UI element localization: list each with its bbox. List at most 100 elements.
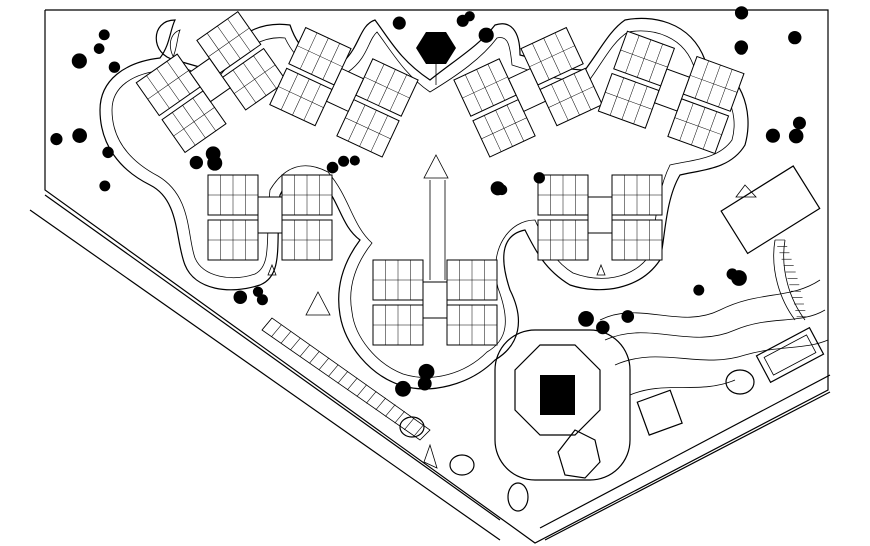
tree xyxy=(98,29,110,41)
tree xyxy=(417,376,432,391)
cluster-5 xyxy=(207,174,333,261)
triangle-marker-2 xyxy=(305,291,331,316)
hatch-line xyxy=(318,357,330,371)
cluster-2-partition xyxy=(345,117,391,140)
triangle-marker-5 xyxy=(267,263,277,276)
tree xyxy=(71,53,87,69)
tree xyxy=(621,310,635,323)
cluster-1 xyxy=(135,10,288,154)
hatch-line xyxy=(394,411,405,424)
triangle-marker-6 xyxy=(596,263,606,276)
clubhouse-core xyxy=(540,375,575,415)
tree xyxy=(478,27,494,43)
cluster-3-partition xyxy=(481,117,527,140)
cluster-7 xyxy=(372,259,498,346)
tree xyxy=(349,155,360,166)
cluster-7-courtyard xyxy=(422,281,448,319)
cluster-3-partition xyxy=(462,76,508,99)
cluster-1-courtyard xyxy=(189,57,231,103)
cluster-2-partition xyxy=(278,86,324,108)
tree xyxy=(326,161,339,174)
hatch-line xyxy=(375,397,386,411)
tree xyxy=(788,30,802,45)
cluster-1-partition xyxy=(234,64,276,94)
trees xyxy=(50,6,806,397)
pool-2 xyxy=(449,454,475,476)
center-access-road xyxy=(429,180,446,280)
outer-road-edge-4 xyxy=(544,391,831,541)
hatch-line xyxy=(356,384,368,397)
tree xyxy=(578,311,594,327)
hatch-line xyxy=(413,424,424,437)
tree xyxy=(252,286,264,297)
hatch-line xyxy=(385,404,396,417)
tree xyxy=(93,43,105,54)
cluster-2-partition xyxy=(364,76,410,99)
ring-road-outer xyxy=(99,17,749,390)
contour-1 xyxy=(599,279,821,321)
tree xyxy=(205,146,221,162)
cluster-3-partition xyxy=(548,86,594,108)
clubhouse-enclosure xyxy=(494,329,631,481)
pool-1 xyxy=(399,416,425,438)
cluster-4-partition xyxy=(690,75,738,93)
clubhouse-hex-annex xyxy=(557,429,601,479)
tree xyxy=(256,294,268,306)
tree xyxy=(99,180,111,192)
pool-3 xyxy=(507,482,529,512)
cluster-6-courtyard xyxy=(587,196,613,234)
winding-stair-hatch xyxy=(775,239,807,318)
hatch-line xyxy=(271,324,282,337)
hatch-line xyxy=(309,351,320,364)
parking-block-inner xyxy=(763,334,817,376)
cluster-4 xyxy=(597,30,745,155)
contour-4 xyxy=(629,379,736,396)
pavilion-building xyxy=(636,389,683,436)
tree xyxy=(108,61,121,73)
tree xyxy=(693,284,705,296)
cluster-3-partition xyxy=(529,45,575,68)
parking-block xyxy=(755,326,825,384)
tree xyxy=(189,155,203,170)
clubhouse-octagon xyxy=(514,344,601,436)
triangle-marker-1 xyxy=(423,154,449,179)
hatch-line xyxy=(299,344,311,357)
hatch-line xyxy=(261,317,273,331)
tree xyxy=(731,270,747,286)
tree xyxy=(392,16,406,30)
cluster-2-partition xyxy=(297,45,343,68)
hexagon-kiosk xyxy=(416,32,456,64)
tree xyxy=(490,181,505,196)
tree xyxy=(596,320,610,335)
cluster-4-partition xyxy=(605,92,653,110)
tree xyxy=(102,146,114,159)
tree xyxy=(464,11,475,22)
cluster-3-courtyard xyxy=(507,67,547,113)
cluster-5-courtyard xyxy=(257,196,283,234)
tree xyxy=(734,6,749,20)
winding-stair xyxy=(773,239,806,321)
contour-3 xyxy=(614,339,829,366)
cluster-3 xyxy=(453,26,603,158)
tree xyxy=(395,380,411,397)
tree xyxy=(233,290,248,304)
tree xyxy=(50,133,63,146)
hatch-line xyxy=(347,377,358,391)
hatch-line xyxy=(328,364,339,377)
site-boundary xyxy=(44,9,829,544)
outer-road-edge-3 xyxy=(539,374,831,529)
cluster-6 xyxy=(537,174,663,261)
outer-road-edge-2 xyxy=(44,194,501,521)
hatch-line xyxy=(290,337,301,351)
cluster-4-partition xyxy=(620,49,668,68)
cluster-1-partition xyxy=(173,107,215,137)
cluster-4-courtyard xyxy=(653,68,691,112)
hatch-line xyxy=(337,371,349,384)
cluster-1-partition xyxy=(147,70,189,100)
tree xyxy=(533,172,545,184)
angled-building xyxy=(720,165,821,255)
triangle-marker-4 xyxy=(423,443,438,469)
cluster-2 xyxy=(269,26,419,158)
hatch-line xyxy=(403,417,415,431)
